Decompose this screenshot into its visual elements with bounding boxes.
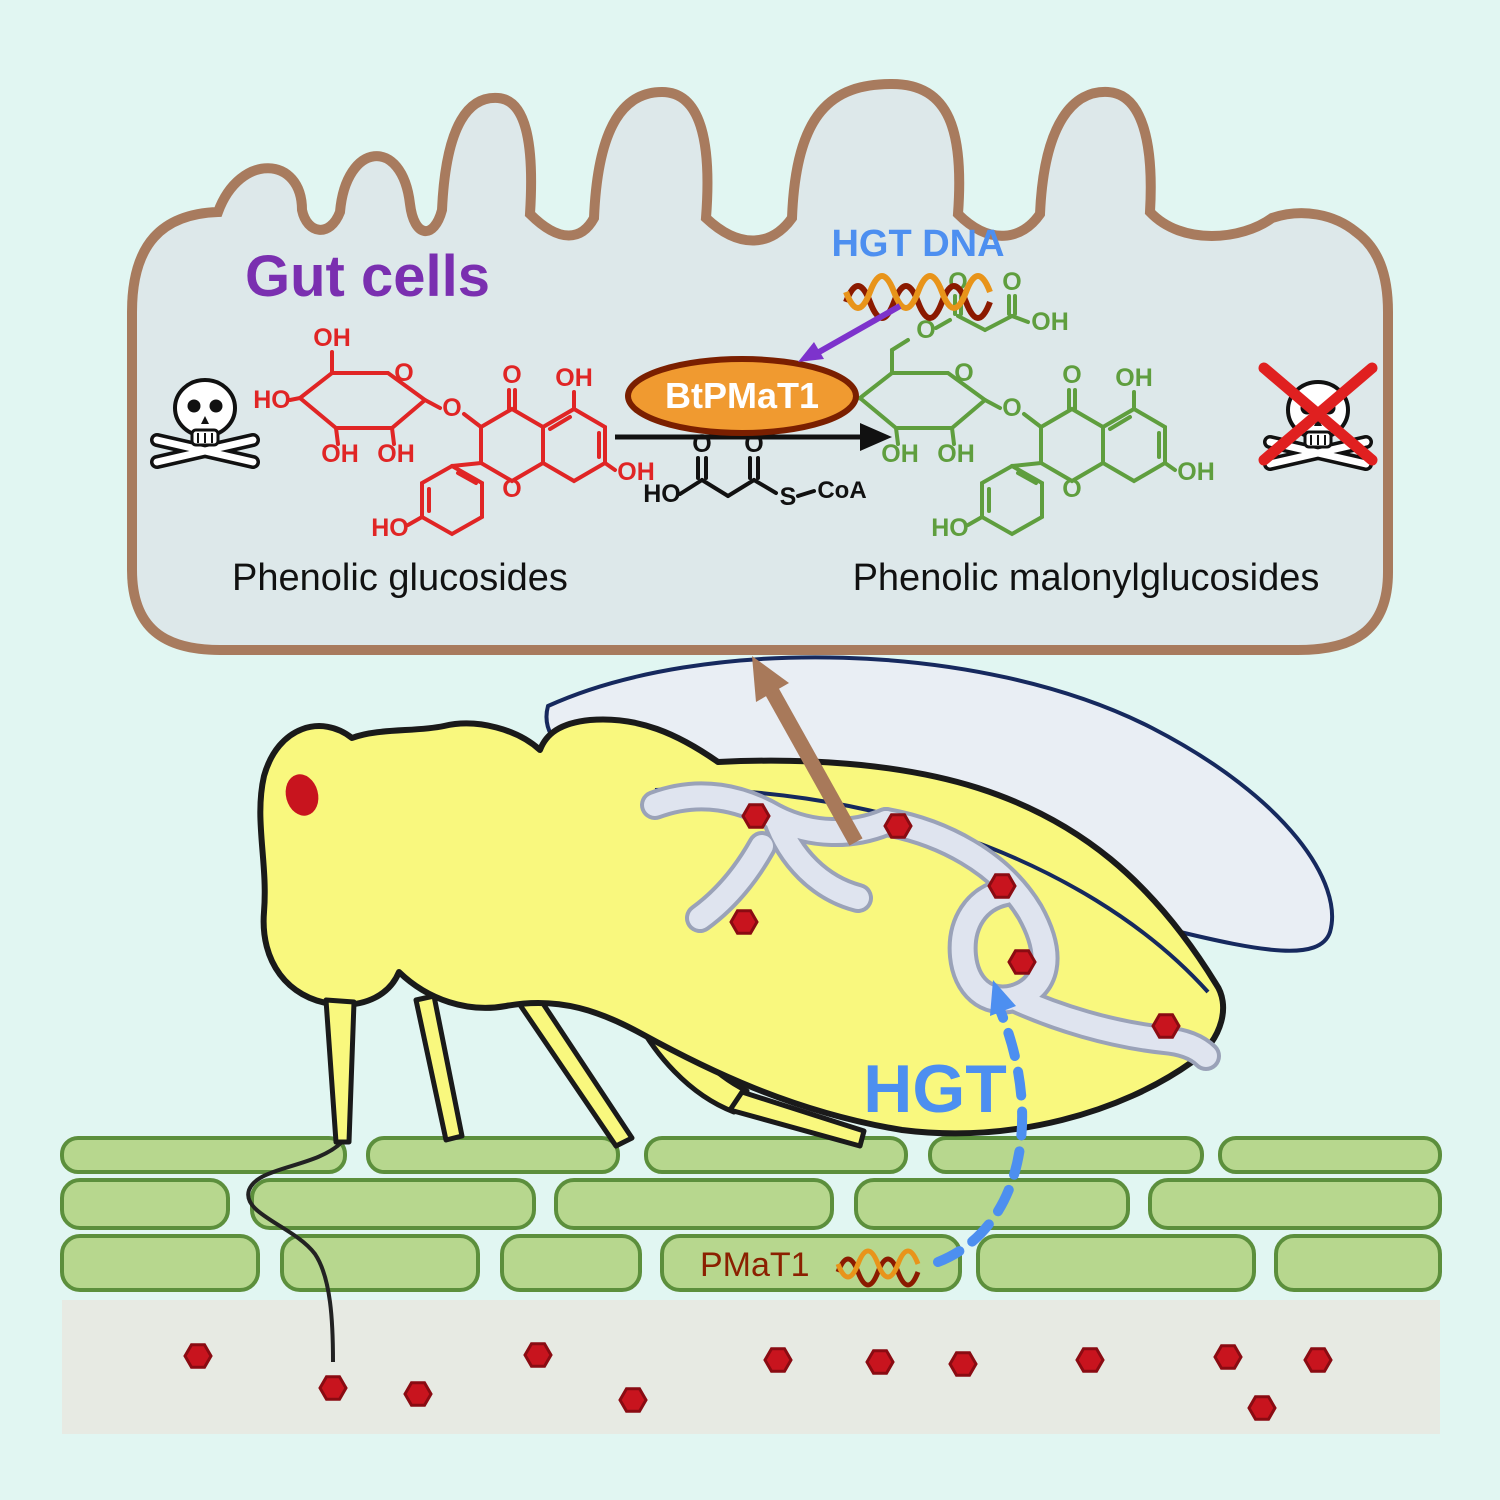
- malonyl-coa-structure: HO O O S CoA: [643, 430, 866, 511]
- plant-cell: [500, 1234, 642, 1292]
- plant-cell-layer: [60, 1136, 1442, 1292]
- pmat1-label: PMaT1: [700, 1246, 810, 1284]
- atom-label: OH: [881, 440, 919, 468]
- atom-label: OH: [937, 440, 975, 468]
- plant-cell: [60, 1178, 230, 1230]
- insect-eye: [285, 774, 319, 816]
- atom-label: O: [1002, 268, 1021, 296]
- red-hexagon-icon: [741, 803, 771, 829]
- plant-cell: [60, 1234, 260, 1292]
- insect-leg-front: [413, 993, 465, 1143]
- atom-label: O: [502, 475, 521, 503]
- plant-cell: [554, 1178, 834, 1230]
- red-hexagon-icon: [1007, 949, 1037, 975]
- atom-label: OH: [321, 440, 359, 468]
- insect-proboscis: [323, 997, 357, 1145]
- atom-label: O: [394, 359, 413, 387]
- skull-crossbones-crossed-icon: [1258, 362, 1378, 464]
- red-hexagon-icon: [763, 1347, 793, 1373]
- plant-cell: [280, 1234, 480, 1292]
- atom-label: HO: [253, 386, 291, 414]
- gut-to-cells-arrow: [752, 656, 863, 846]
- red-hexagon-icon: [183, 1343, 213, 1369]
- hgt-arrow: HGT: [863, 980, 1028, 1267]
- red-hexagon-icon: [987, 873, 1017, 899]
- enzyme-label: BtPMaT1: [665, 375, 819, 416]
- atom-label: O: [442, 394, 461, 422]
- plant-cell: [1218, 1136, 1442, 1174]
- red-hexagon-icon: [523, 1342, 553, 1368]
- red-hexagon-icon: [948, 1351, 978, 1377]
- pmat1-gene: PMaT1: [700, 1246, 921, 1288]
- plant-cell: [366, 1136, 620, 1174]
- insect: [246, 655, 1335, 1363]
- atom-label: HO: [931, 514, 969, 542]
- red-hexagon-icon: [729, 909, 759, 935]
- red-hexagon-icon: [618, 1387, 648, 1413]
- red-hexagon-icon: [883, 813, 913, 839]
- atom-label: O: [1062, 475, 1081, 503]
- soil-layer: [62, 1300, 1440, 1434]
- atom-label: O: [692, 430, 711, 458]
- atom-label: OH: [1031, 308, 1069, 336]
- atom-label: O: [502, 361, 521, 389]
- insect-leg-hind-tibia: [727, 1089, 867, 1149]
- dna-helix-icon: [843, 273, 993, 321]
- atom-label: OH: [313, 324, 351, 352]
- red-hexagon-icon: [1151, 1013, 1181, 1039]
- plant-cell: [928, 1136, 1204, 1174]
- right-molecule-caption: Phenolic malonylglucosides: [853, 557, 1320, 599]
- plant-cell: [1274, 1234, 1442, 1292]
- red-hexagon-icon: [403, 1381, 433, 1407]
- atom-label: OH: [1115, 364, 1153, 392]
- plant-cell: [644, 1136, 908, 1174]
- coa-label: CoA: [817, 477, 866, 504]
- hgt-label: HGT: [863, 1051, 1007, 1127]
- gut-cells-bubble: Gut cells: [127, 78, 1393, 655]
- atom-label: HO: [371, 514, 409, 542]
- red-molecule: OH HO O OH OH O O O OH OH HO: [253, 324, 655, 542]
- plant-cell: [976, 1234, 1256, 1292]
- insect-gut: [640, 781, 1221, 1071]
- left-molecule-caption: Phenolic glucosides: [232, 557, 568, 599]
- pmat1-dna-icon: [835, 1248, 921, 1288]
- atom-label: OH: [377, 440, 415, 468]
- atom-label: OH: [617, 458, 655, 486]
- atom-label: O: [916, 316, 935, 344]
- red-hexagon-icon: [1075, 1347, 1105, 1373]
- reaction-arrow: [615, 423, 892, 451]
- stylet-path: [246, 1140, 344, 1363]
- plant-cell: [60, 1136, 347, 1174]
- enzyme-badge: BtPMaT1: [625, 356, 859, 436]
- atom-label: O: [1062, 361, 1081, 389]
- atom-label: OH: [555, 364, 593, 392]
- hgt-dna-label: HGT DNA: [831, 223, 1004, 265]
- atom-label: OH: [1177, 458, 1215, 486]
- red-hexagon-icon: [318, 1375, 348, 1401]
- plant-cell: [1148, 1178, 1442, 1230]
- atom-label: O: [744, 430, 763, 458]
- plant-cell: [250, 1178, 536, 1230]
- red-hexagon-icon: [1247, 1395, 1277, 1421]
- atom-label: S: [780, 483, 797, 511]
- atom-label: HO: [643, 480, 681, 508]
- hgt-dna-group: HGT DNA: [798, 223, 1005, 362]
- hgt-dna-arrow: [798, 303, 902, 362]
- atom-label: O: [1002, 394, 1021, 422]
- red-hexagon-icon: [865, 1349, 895, 1375]
- gut-cells-title: Gut cells: [245, 244, 490, 309]
- red-hexagon-icon: [1213, 1344, 1243, 1370]
- red-hexagon-icon: [1303, 1347, 1333, 1373]
- atom-label: O: [954, 359, 973, 387]
